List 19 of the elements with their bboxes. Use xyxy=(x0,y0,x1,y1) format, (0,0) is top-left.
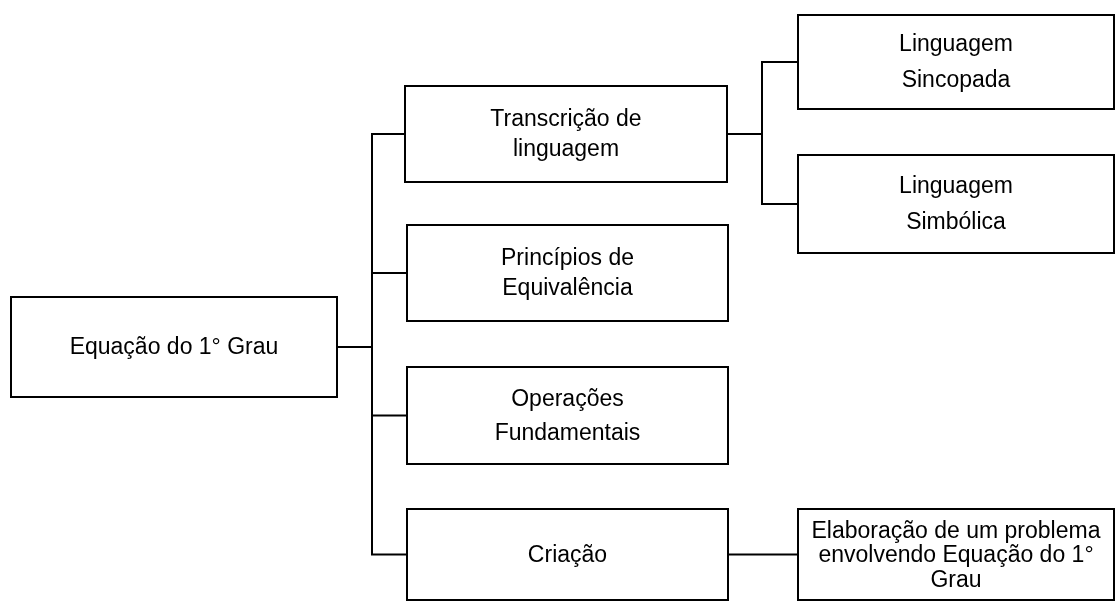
concept-box xyxy=(797,154,1115,254)
box-label: Criação xyxy=(527,539,608,569)
box-label: Elaboração de um problema envolvendo Equação do 1° Grau xyxy=(810,518,1102,591)
box-label: Transcrição de linguagem xyxy=(489,104,643,163)
box-label: Equação do 1° Grau xyxy=(69,332,279,362)
box-label: Linguagem Simbólica xyxy=(898,171,1014,236)
concept-box xyxy=(797,508,1115,601)
box-label: Linguagem Sincopada xyxy=(898,29,1014,94)
connector-line xyxy=(727,133,798,205)
box-label: Operações Fundamentais xyxy=(493,384,642,447)
box-label: Princípios de Equivalência xyxy=(500,243,635,302)
concept-box xyxy=(406,366,729,465)
concept-box xyxy=(10,296,338,398)
concept-box xyxy=(406,224,729,322)
concept-box xyxy=(406,508,729,601)
connector-line xyxy=(337,346,407,556)
concept-box xyxy=(404,85,728,183)
concept-box xyxy=(797,14,1115,110)
connector-line xyxy=(728,553,798,556)
